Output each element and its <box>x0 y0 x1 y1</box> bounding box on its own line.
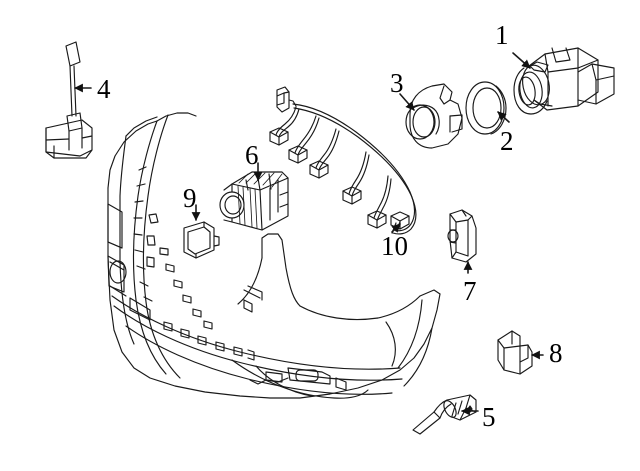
callout-label-1: 1 <box>495 20 509 50</box>
callout-label-8: 8 <box>549 338 563 368</box>
part-3-sensor-bracket <box>405 83 463 149</box>
part-10-wiring-harness <box>269 86 417 235</box>
front-bumper-cover <box>107 112 441 399</box>
part-6-shading <box>237 172 283 229</box>
part-5-pin-stud-fastener <box>412 394 477 435</box>
part-8-corner-retainer-clip <box>497 330 533 375</box>
callout-label-6: 6 <box>245 140 259 170</box>
arrow-3 <box>399 93 415 111</box>
callout-label-5: 5 <box>482 402 496 432</box>
arrow-2 <box>497 111 510 123</box>
callout-label-4: 4 <box>97 74 111 104</box>
callout-label-2: 2 <box>500 126 514 156</box>
part-1-parking-sensor <box>513 47 615 115</box>
part-6-camera-sensor-module <box>219 171 289 231</box>
arrow-1 <box>512 52 531 69</box>
callout-label-3: 3 <box>390 68 404 98</box>
part-7-mounting-bracket-clip <box>447 209 477 263</box>
part-2-retaining-ring <box>465 81 507 135</box>
callout-label-7: 7 <box>463 276 477 306</box>
part-4-antenna-assembly <box>45 41 93 159</box>
callout-label-10: 10 <box>381 231 408 261</box>
callout-label-9: 9 <box>183 183 197 213</box>
callout-arrows <box>74 52 544 416</box>
arrow-10 <box>391 223 401 233</box>
part-9-sensor-cover-cap <box>183 221 220 259</box>
